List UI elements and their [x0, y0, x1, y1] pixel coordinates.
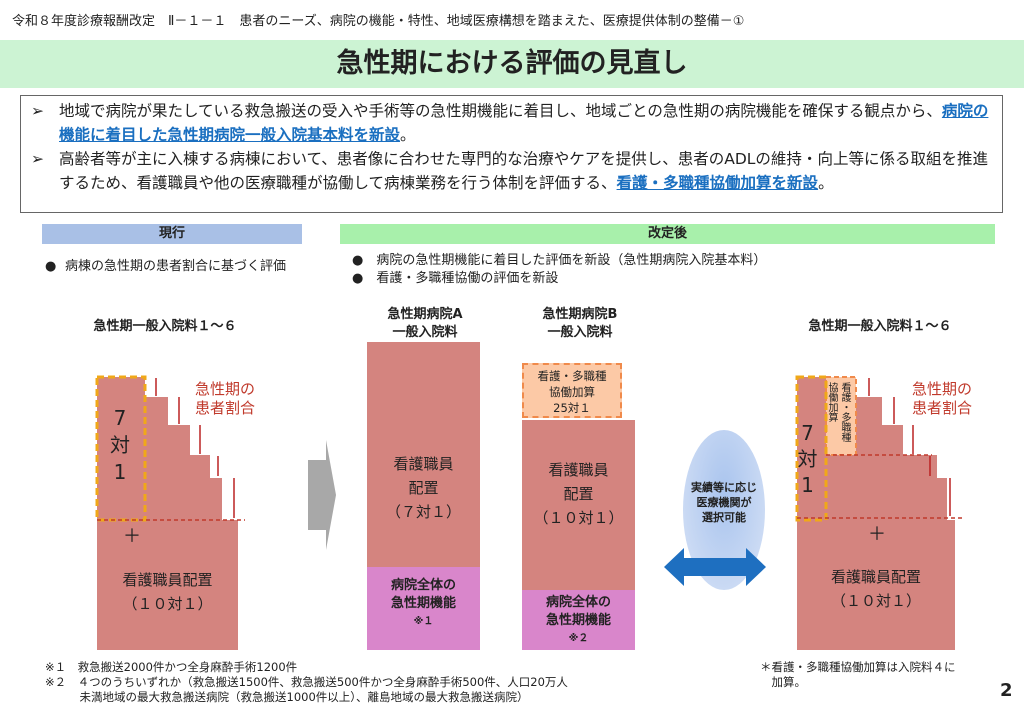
- note-ref: ※２: [568, 633, 589, 644]
- bullet-text: 看護・多職種協働の評価を新設: [376, 271, 559, 286]
- base-staff-label: 看護職員配置 （１０対１）: [830, 568, 921, 610]
- revised-bullet: ● 看護・多職種協働の評価を新設: [352, 271, 559, 286]
- ratio-arrows: [868, 378, 951, 516]
- summary-highlight: 看護・多職種協働加算を新設: [616, 174, 819, 192]
- base-bar: [797, 520, 955, 650]
- hospital-a-staff: 看護職員 配置 （７対１）: [367, 342, 480, 567]
- right-arrow-icon: [308, 440, 336, 550]
- side-note: ＊看護・多職種協働加算は入院料４に 加算。: [760, 660, 956, 689]
- double-arrow-icon: [664, 548, 766, 586]
- hospital-b-function: 病院全体の 急性期機能 ※２: [522, 590, 635, 650]
- ratio-label: 7 対 1: [797, 421, 818, 497]
- addon-vertical-label-2: 協働加算: [826, 382, 837, 422]
- ratio-arrows: [155, 378, 235, 518]
- current-staircase-chart: [95, 375, 245, 650]
- summary-end: 。: [400, 126, 416, 144]
- summary-item: ➢ 地域で病院が果たしている救急搬送の受入や手術等の急性期機能に着目し、地域ごとの…: [31, 99, 992, 147]
- note-ref: ※１: [413, 616, 434, 627]
- revised-chart-title: 急性期一般入院料１～６: [808, 319, 952, 334]
- current-chart-title: 急性期一般入院料１～６: [93, 319, 237, 334]
- choice-label: 実績等に応じ 医療機関が 選択可能: [691, 481, 757, 524]
- acute-ratio-label: 急性期の 患者割合: [195, 380, 256, 417]
- hospital-a-function: 病院全体の 急性期機能 ※１: [367, 567, 480, 650]
- summary-text: 地域で病院が果たしている救急搬送の受入や手術等の急性期機能に着目し、地域ごとの急…: [59, 102, 942, 120]
- plus-sign: ＋: [868, 524, 886, 545]
- summary-item: ➢ 高齢者等が主に入棟する病棟において、患者像に合わせた専門的な治療やケアを提供し…: [31, 147, 992, 195]
- ratio-label: 7 対 1: [110, 406, 130, 484]
- arrow-bullet-icon: ➢: [31, 150, 44, 168]
- function-label: 病院全体の 急性期機能: [545, 595, 611, 628]
- revised-label: 改定後: [340, 224, 995, 244]
- arrow-bullet-icon: ➢: [31, 102, 44, 120]
- current-label: 現行: [42, 224, 302, 244]
- summary-highlight: 病院の機能に着目した急性期病院一般入院基本料を新設: [59, 102, 989, 144]
- plus-sign: ＋: [123, 526, 141, 547]
- current-bullet: ●病棟の急性期の患者割合に基づく評価: [45, 259, 287, 274]
- hospital-b-title: 急性期病院B 一般入院料: [542, 307, 618, 340]
- hospital-b-addon: 看護・多職種 協働加算 25対１: [522, 363, 622, 418]
- footnote: ※１ 救急搬送2000件かつ全身麻酔手術1200件: [45, 660, 298, 674]
- base-staff-label: 看護職員配置 （１０対１）: [122, 571, 213, 613]
- summary-end: 。: [818, 174, 834, 192]
- revised-bullet: ● 病院の急性期機能に着目した評価を新設（急性期病院入院基本料）: [352, 253, 767, 268]
- summary-text: 高齢者等が主に入棟する病棟において、患者像に合わせた専門的な治療やケアを提供し、…: [59, 150, 988, 192]
- bullet-text: 病棟の急性期の患者割合に基づく評価: [65, 259, 287, 274]
- footnote: 未満地域の最大救急搬送病院（救急搬送1000件以上）、離島地域の最大救急搬送病院…: [45, 690, 529, 704]
- footnotes: ※１ 救急搬送2000件かつ全身麻酔手術1200件※２ ４つのうちいずれか（救急…: [45, 660, 568, 705]
- function-label: 病院全体の 急性期機能: [390, 578, 456, 611]
- bullet-text: 病院の急性期機能に着目した評価を新設（急性期病院入院基本料）: [376, 253, 767, 268]
- page-title: 急性期における評価の見直し: [0, 40, 1024, 88]
- ratio-outline: [795, 375, 828, 522]
- base-bar: [97, 520, 238, 650]
- footnote: ※２ ４つのうちいずれか（救急搬送1500件、救急搬送500件かつ全身麻酔手術5…: [45, 675, 568, 689]
- acute-ratio-label: 急性期の 患者割合: [912, 380, 973, 417]
- acute-steps: [97, 377, 222, 520]
- summary-box: ➢ 地域で病院が果たしている救急搬送の受入や手術等の急性期機能に着目し、地域ごとの…: [20, 95, 1003, 213]
- addon-vertical-label-1: 看護・多職種: [839, 382, 850, 442]
- revised-staircase-chart: [795, 375, 965, 650]
- revised-bullets: ● 病院の急性期機能に着目した評価を新設（急性期病院入院基本料） ● 看護・多職…: [352, 252, 766, 288]
- hospital-b-staff: 看護職員 配置 （１０対１）: [522, 420, 635, 590]
- page-number: 2: [1000, 680, 1013, 701]
- hospital-a-title: 急性期病院A 一般入院料: [387, 307, 463, 340]
- header-breadcrumb: 令和８年度診療報酬改定 Ⅱ－１－１ 患者のニーズ、病院の機能・特性、地域医療構想…: [12, 14, 745, 29]
